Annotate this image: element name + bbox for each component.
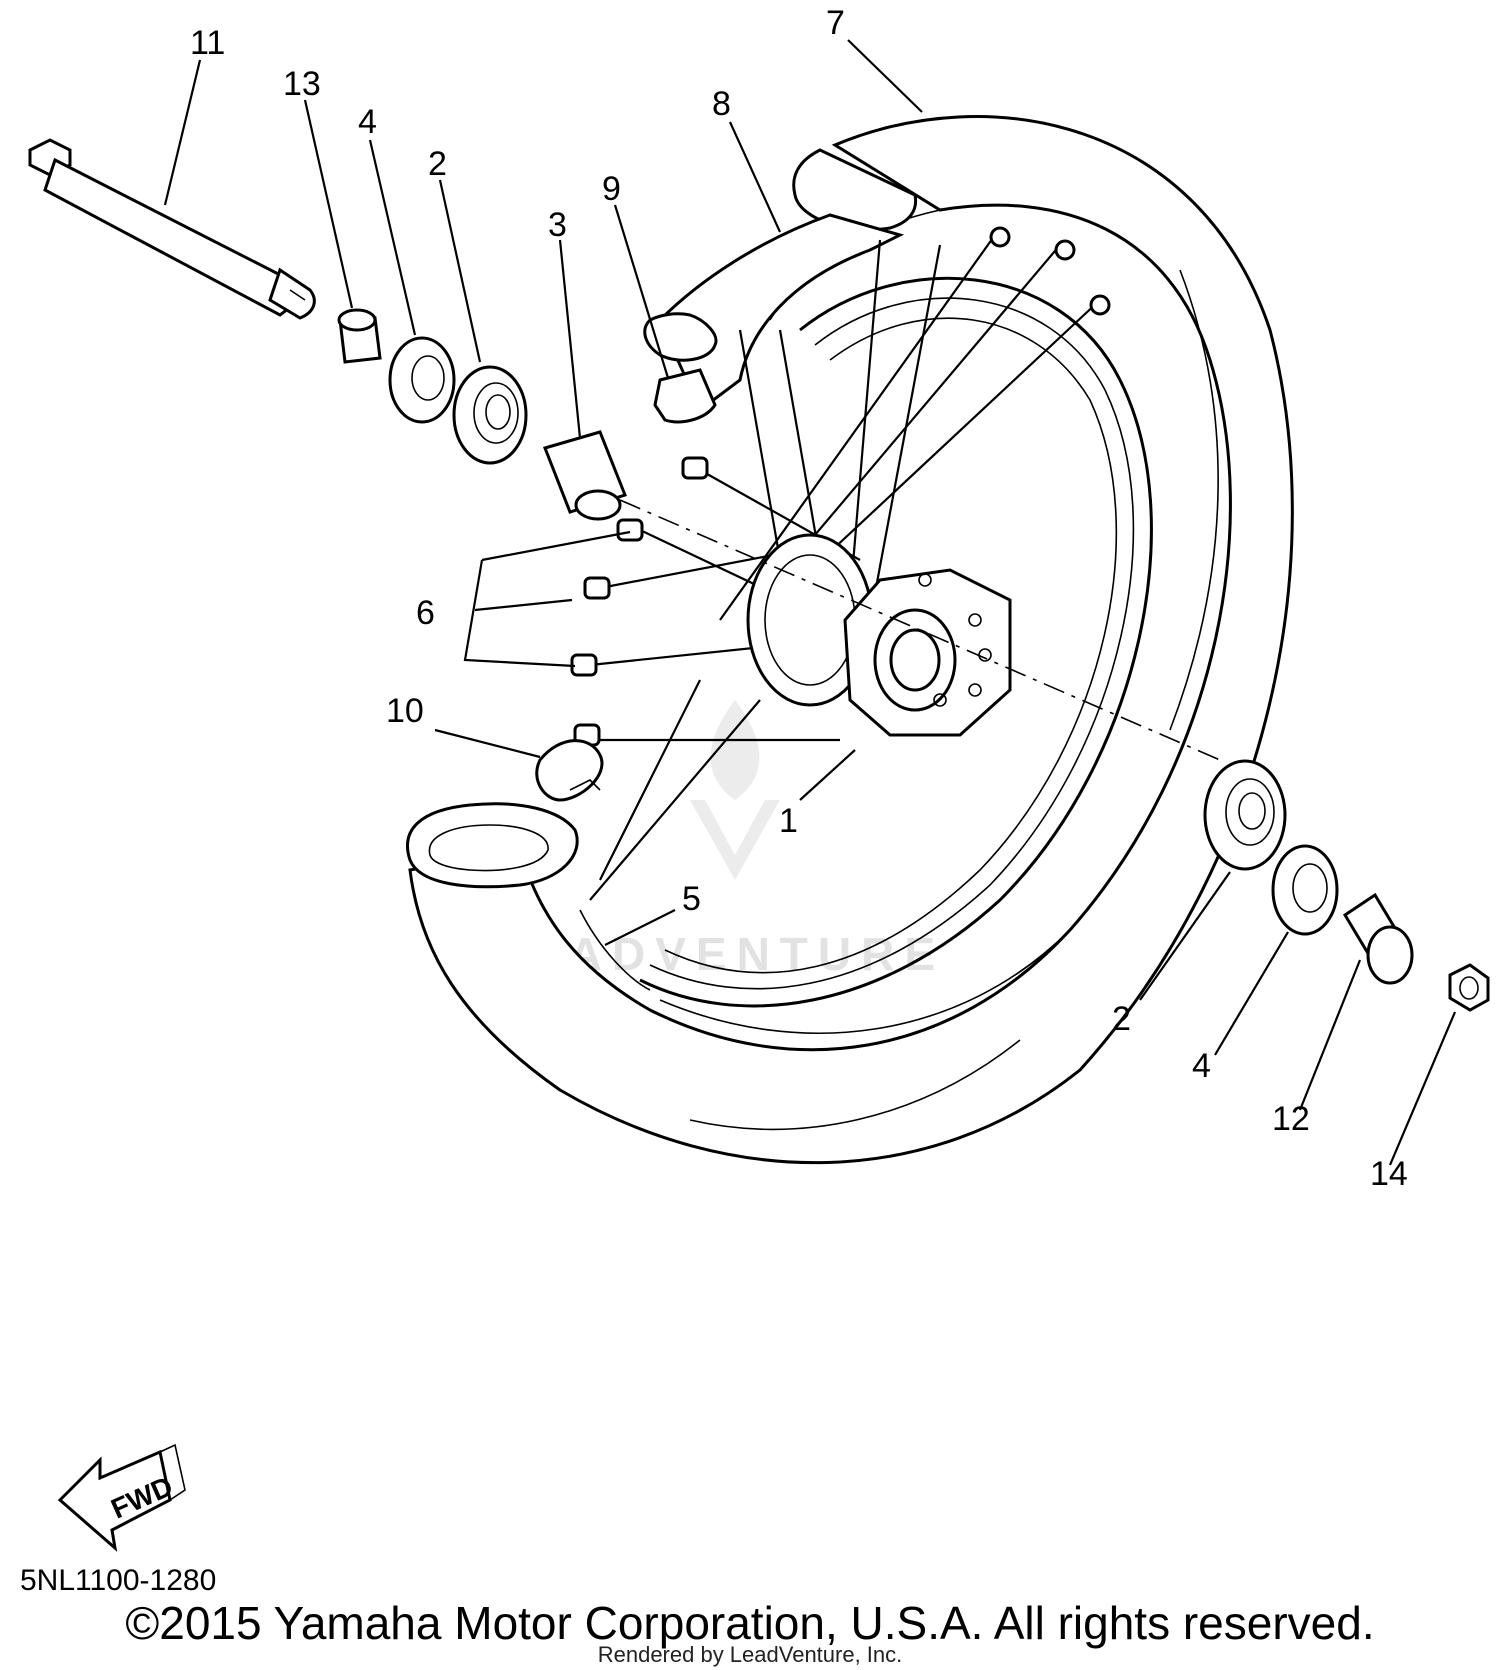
wheel-hub xyxy=(746,533,1012,737)
fwd-arrow: FWD xyxy=(57,1443,186,1552)
callout-14: 14 xyxy=(1370,1155,1408,1193)
inner-tube xyxy=(643,213,905,413)
leader-lines xyxy=(163,39,1457,1166)
callout-2-right: 2 xyxy=(1112,1000,1131,1038)
callout-10: 10 xyxy=(386,692,424,730)
callout-13: 13 xyxy=(283,65,321,103)
bearing-right xyxy=(1203,759,1287,871)
axle xyxy=(28,138,316,320)
rendered-by-note: Rendered by LeadVenture, Inc. xyxy=(597,1642,903,1667)
copyright-notice: ©2015 Yamaha Motor Corporation, U.S.A. A… xyxy=(125,1597,1375,1649)
callout-7: 7 xyxy=(826,4,845,42)
rim xyxy=(579,276,1153,1008)
callout-numbers: 11 13 4 2 3 9 8 7 10 6 1 5 2 4 12 14 xyxy=(190,4,1408,1193)
oil-seal-left xyxy=(388,336,456,424)
spokes xyxy=(589,226,1111,901)
collar-right xyxy=(1342,892,1414,985)
callout-6: 6 xyxy=(416,594,435,632)
rim-band xyxy=(653,368,717,424)
axis-line xyxy=(619,499,1221,761)
collar xyxy=(337,308,382,364)
callout-5: 5 xyxy=(682,880,701,918)
diagram-code: 5NL1100-1280 xyxy=(20,1564,217,1597)
callout-4-right: 4 xyxy=(1192,1047,1211,1085)
callout-8: 8 xyxy=(712,85,731,123)
callout-1: 1 xyxy=(779,802,798,840)
callout-2-left: 2 xyxy=(428,145,447,183)
callout-9: 9 xyxy=(602,170,621,208)
callout-3: 3 xyxy=(548,206,567,244)
spacer xyxy=(543,430,627,521)
callout-4-left: 4 xyxy=(358,103,377,141)
bearing-left xyxy=(452,365,528,465)
spoke-nipples xyxy=(570,456,709,747)
oil-seal-right xyxy=(1271,844,1339,936)
callout-12: 12 xyxy=(1272,1100,1310,1138)
valve xyxy=(535,739,604,802)
axle-nut xyxy=(1448,963,1490,1012)
callout-11: 11 xyxy=(190,24,225,62)
